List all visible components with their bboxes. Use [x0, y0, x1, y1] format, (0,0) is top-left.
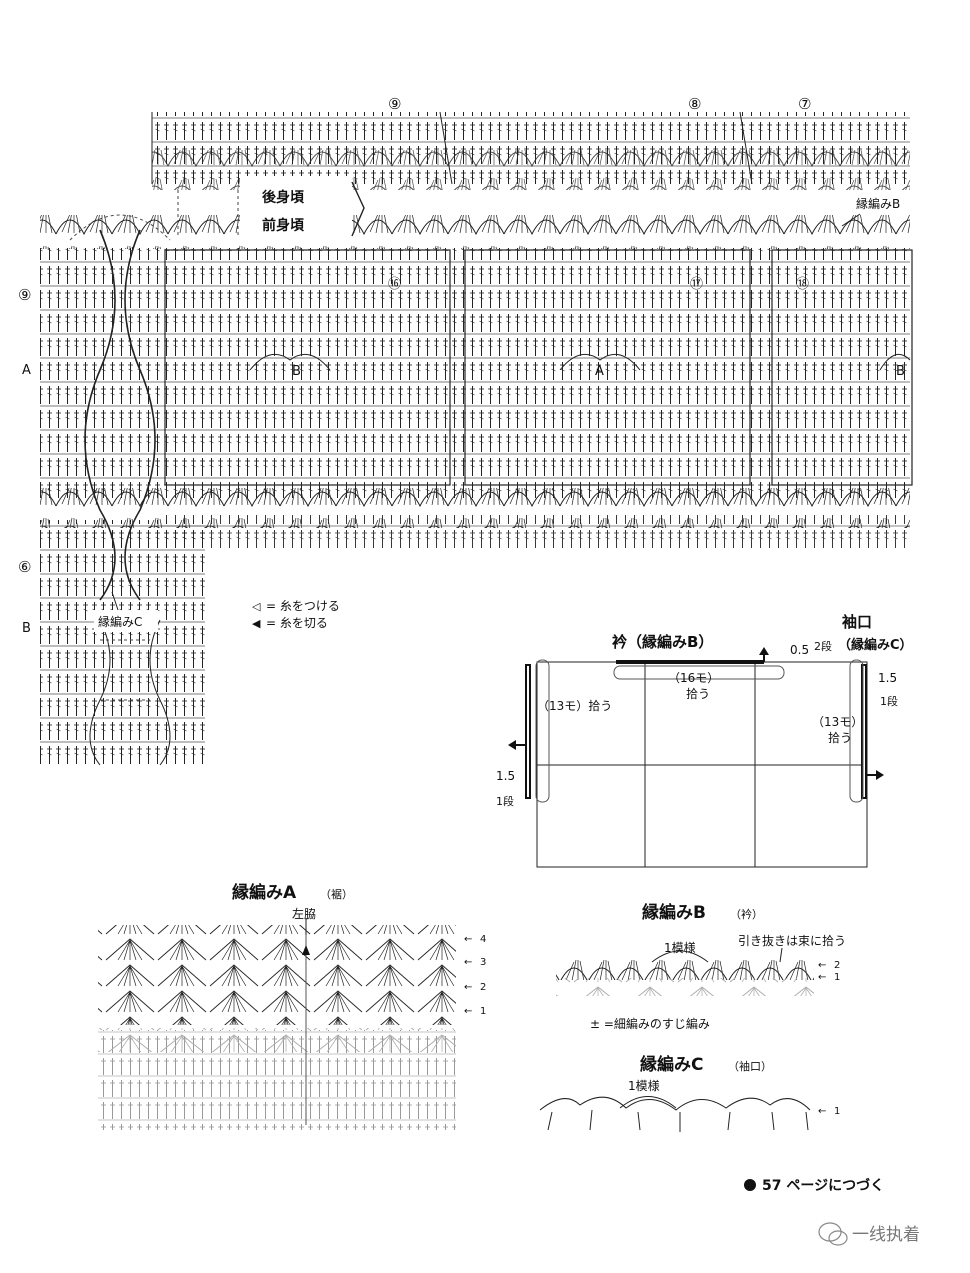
edging-a-title: 縁編みA [232, 882, 297, 903]
motif-letter-B1: B [292, 364, 301, 379]
svg-text:←: ← [818, 960, 826, 971]
watermark: 一线执着 [852, 1225, 920, 1245]
svg-text:←: ← [464, 957, 472, 968]
edging-b-pointer: 縁編みB [856, 196, 900, 211]
edging-b-chart [556, 947, 814, 996]
edging-b-title: 縁編みB [642, 902, 706, 923]
schematic-diagram [508, 647, 884, 868]
edging-a-row-1: 1 [480, 1006, 486, 1017]
edging-a-chart [98, 918, 456, 1130]
collar-pick-2: 拾う [686, 686, 710, 701]
motif-marker-18: ⑱ [796, 277, 809, 292]
edging-b-row-2: 2 [834, 960, 840, 971]
main-chart [40, 111, 913, 766]
motif-arcs [249, 353, 911, 371]
edging-b-note: 引き抜きは束に拾う [738, 933, 846, 948]
edging-b-repeat: 1模様 [664, 941, 696, 955]
edging-b-symbol-note: ± =細編みのすじ編み [590, 1016, 710, 1031]
attach-symbol: ◁ [252, 600, 261, 613]
motif-marker-16: ⑯ [388, 277, 401, 292]
edging-a-row-4: 4 [480, 934, 486, 945]
edging-a-row-numbers: ← 4 ← 3 ← 2 ← 1 [464, 934, 486, 1017]
edging-c-chart [539, 1096, 811, 1132]
row-marker-top-9: ⑨ [388, 95, 401, 113]
legend: ◁ = 糸をつける ◀ = 糸を切る [252, 599, 340, 630]
collar-pick: （16モ） [668, 671, 719, 685]
back-body-label: 後身頃 [262, 189, 305, 206]
body-bottom-stitches [160, 515, 910, 549]
cuff-title: 袖口 [842, 613, 872, 631]
bullet-icon [744, 1179, 756, 1191]
edging-c-pointer: 縁編みC [98, 614, 142, 629]
edging-a-subtitle: （裾） [320, 887, 353, 901]
sleeve-grid [40, 520, 205, 765]
front-body-label: 前身頃 [262, 217, 305, 234]
continue-note: 57 ページにつづく [762, 1177, 884, 1194]
right-rows: 1段 [880, 694, 898, 708]
edging-c-subtitle: （袖口） [728, 1059, 772, 1073]
row-marker-left-9: ⑨ [18, 286, 31, 304]
right-amount: 1.5 [878, 671, 897, 685]
front-top-scallop [40, 215, 910, 249]
right-pick-2: 拾う [828, 730, 852, 745]
right-pick: （13モ） [812, 715, 863, 729]
cut-symbol: ◀ [252, 617, 261, 630]
edging-a-left-side: 左脇 [292, 906, 316, 921]
left-pick: （13モ）拾う [537, 698, 612, 713]
chart-markers: ⑨ ⑧ ⑦ ⑨ A ⑥ B ⑯ ⑰ ⑱ B A B [18, 95, 905, 636]
svg-text:←: ← [464, 934, 472, 945]
edging-a-row-2: 2 [480, 982, 486, 993]
motif-letter-A: A [595, 364, 604, 379]
collar-title: 衿（縁編みB） [612, 633, 713, 651]
svg-text:←: ← [464, 982, 472, 993]
body-grid [40, 248, 910, 498]
svg-text:←: ← [818, 1106, 826, 1117]
collar-rows: 2段 [814, 639, 832, 653]
row-marker-top-8: ⑧ [688, 95, 701, 113]
wechat-icon [818, 1222, 848, 1246]
row-marker-top-7: ⑦ [798, 95, 811, 113]
svg-text:←: ← [464, 1006, 472, 1017]
edging-c-repeat: 1模様 [628, 1079, 660, 1093]
edging-c-title: 縁編みC [640, 1054, 703, 1075]
collar-amount: 0.5 [790, 643, 809, 657]
edging-b-subtitle: （衿） [730, 907, 763, 921]
row-marker-left-A: A [22, 363, 31, 378]
cut-text: = 糸を切る [266, 616, 328, 630]
left-rows: 1段 [496, 794, 514, 808]
attach-text: = 糸をつける [266, 599, 340, 613]
svg-text:←: ← [818, 972, 826, 983]
edging-c-row-1: 1 [834, 1106, 840, 1117]
row-marker-left-6: ⑥ [18, 558, 31, 576]
row-marker-left-B: B [22, 621, 31, 636]
motif-letter-B2: B [896, 364, 905, 379]
edging-b-row-1: 1 [834, 972, 840, 983]
cuff-title-sub: （縁編みC） [838, 637, 913, 653]
left-amount: 1.5 [496, 769, 515, 783]
motif-marker-17: ⑰ [690, 277, 703, 292]
edging-a-row-3: 3 [480, 957, 486, 968]
